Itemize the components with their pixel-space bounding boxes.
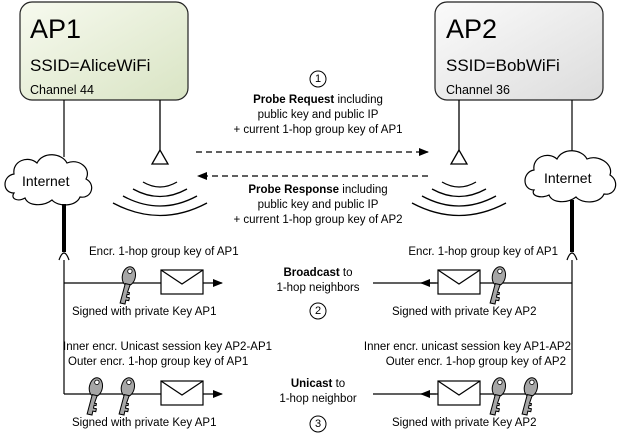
unicast-line2: 1-hop neighbor	[279, 393, 357, 405]
probe-response-line2: public key and public IP	[257, 199, 379, 211]
envelope-icon	[160, 380, 204, 406]
unicast-title: Unicast	[290, 378, 333, 390]
probe-response-line3: + current 1-hop group key of AP2	[233, 214, 403, 226]
broadcast-suffix: to	[339, 267, 353, 279]
probe-request-title: Probe Request	[253, 94, 335, 106]
probe-request-label: Probe Request including	[200, 93, 436, 107]
broadcast-line2: 1-hop neighbors	[276, 282, 360, 294]
broadcast-left-bottom: Signed with private Key AP1	[72, 306, 217, 318]
step-2-circle	[309, 302, 327, 320]
key-icon	[83, 376, 105, 417]
ap2-ssid: SSID=BobWiFi	[446, 56, 560, 75]
key-icon	[518, 376, 540, 417]
probe-request-line2: public key and public IP	[257, 109, 379, 121]
internet-left-label: Internet	[22, 173, 70, 189]
envelope-icon	[437, 269, 481, 295]
unicast-left-top2: Outer encr. 1-hop group key of AP1	[68, 356, 249, 368]
unicast-suffix: to	[332, 378, 346, 390]
radio-waves-ap1-icon	[112, 181, 208, 217]
key-icon	[486, 265, 508, 306]
ap2-channel: Channel 36	[446, 83, 510, 97]
broadcast-right-top: Encr. 1-hop group key of AP1	[408, 246, 558, 258]
ap2-box	[434, 1, 604, 101]
step-1-number: 1	[314, 73, 322, 85]
unicast-right-top2: Outer encr. 1-hop group key of AP2	[385, 356, 566, 368]
unicast-label: Unicast to	[252, 377, 384, 391]
unicast-right-bottom: Signed with private Key AP2	[392, 417, 537, 429]
broadcast-title: Broadcast	[283, 267, 340, 279]
ap1-channel: Channel 44	[30, 83, 94, 97]
broadcast-left-top: Encr. 1-hop group key of AP1	[89, 246, 239, 258]
unicast-right-top1: Inner encr. unicast session key AP1-AP2	[363, 341, 571, 353]
radio-waves-ap2-icon	[411, 181, 507, 217]
probe-response-label: Probe Response including	[200, 183, 436, 197]
step-3-circle	[309, 415, 327, 433]
key-icon	[115, 376, 137, 417]
probe-response-suffix: including	[339, 184, 388, 196]
internet-right-label: Internet	[544, 170, 592, 186]
antenna-ap2-icon	[449, 100, 469, 165]
ap1-ssid: SSID=AliceWiFi	[30, 56, 151, 75]
probe-request-suffix: including	[334, 94, 383, 106]
step-1-circle	[309, 70, 327, 88]
broadcast-label: Broadcast to	[252, 266, 384, 280]
ap2-name: AP2	[446, 14, 498, 44]
internet-cloud-left-icon	[4, 154, 93, 206]
envelope-icon	[160, 269, 204, 295]
broadcast-right-bottom: Signed with private Key AP2	[392, 306, 537, 318]
key-icon	[486, 376, 508, 417]
internet-cloud-right-icon	[524, 150, 617, 203]
probe-request-line3: + current 1-hop group key of AP1	[233, 124, 403, 136]
antenna-ap1-icon	[150, 100, 170, 165]
key-icon	[116, 265, 138, 306]
probe-response-title: Probe Response	[248, 184, 340, 196]
ap1-box	[19, 1, 189, 101]
unicast-left-bottom: Signed with private Key AP1	[72, 417, 217, 429]
ap1-name: AP1	[30, 14, 82, 44]
unicast-left-top1: Inner encr. Unicast session key AP2-AP1	[63, 341, 273, 353]
step-3-number: 3	[314, 418, 322, 430]
step-2-number: 2	[314, 305, 322, 317]
envelope-icon	[437, 380, 481, 406]
